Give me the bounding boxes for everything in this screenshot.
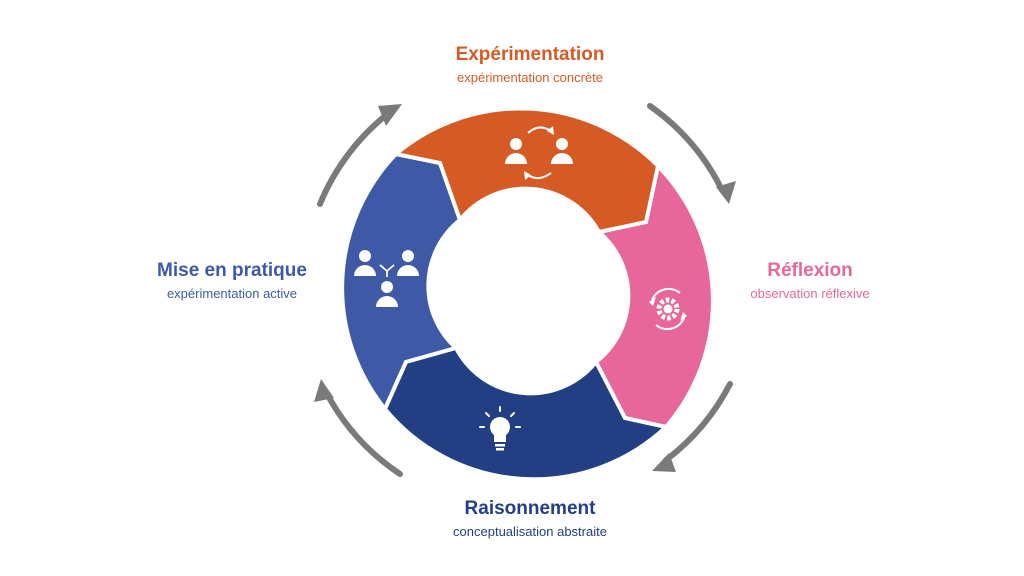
arrow-heads xyxy=(314,104,736,472)
stage-subtitle: observation réflexive xyxy=(750,285,870,301)
people-exchange-icon xyxy=(505,126,573,180)
stage-title: Réflexion xyxy=(767,260,853,281)
segment-bottom xyxy=(382,345,671,482)
arrow-top-right xyxy=(647,103,725,193)
stage-title: Raisonnement xyxy=(464,498,596,519)
center-circle xyxy=(443,212,611,380)
arrowhead-icon xyxy=(716,181,736,204)
segment-top xyxy=(391,106,661,235)
cycle-arrows xyxy=(317,103,733,477)
stage-subtitle: expérimentation active xyxy=(166,285,298,301)
stage-label-top: Expérimentation expérimentation concrète xyxy=(380,43,680,86)
stage-title: Mise en pratique xyxy=(157,260,307,281)
stage-title: Expérimentation xyxy=(455,44,605,65)
arrow-top-left xyxy=(317,109,393,207)
gear-cycle-icon xyxy=(649,287,687,331)
arrow-bottom-left xyxy=(323,389,403,477)
arrowhead-icon xyxy=(652,453,676,472)
arrow-bottom-right xyxy=(663,381,733,463)
stage-label-bottom: Raisonnement conceptualisation abstraite xyxy=(380,497,680,540)
stage-subtitle: conceptualisation abstraite xyxy=(453,523,607,539)
lightbulb-icon xyxy=(479,406,521,451)
stage-label-right: Réflexion observation réflexive xyxy=(710,259,910,302)
team-network-icon xyxy=(354,250,419,307)
stage-label-left: Mise en pratique expérimentation active xyxy=(122,259,342,302)
stage-subtitle: expérimentation concrète xyxy=(457,69,603,85)
arrowhead-icon xyxy=(378,104,402,126)
arrowhead-icon xyxy=(314,379,334,402)
